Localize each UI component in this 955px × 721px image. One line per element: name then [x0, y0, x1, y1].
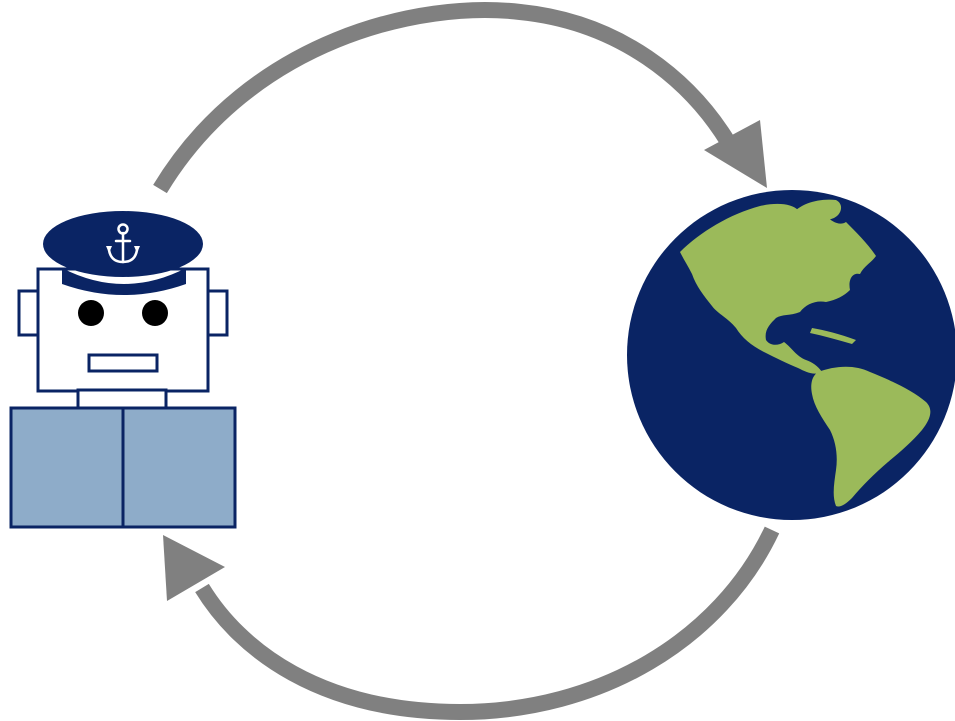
globe-americas-icon: [627, 190, 955, 520]
anchor-icon: [106, 223, 140, 264]
robot-neck: [76, 388, 168, 411]
arrow-agent-to-environment: [153, 2, 767, 194]
arrow-bottom-arc-head: [163, 535, 225, 601]
globe-land-greenland: [790, 199, 842, 226]
globe-land-north-america: [680, 202, 876, 374]
robot-left-eye: [78, 300, 104, 326]
globe-land-caribbean: [810, 328, 856, 344]
arrow-environment-to-agent: [163, 526, 780, 721]
arrow-top-arc-head: [704, 120, 767, 188]
robot-captain-icon: [9, 211, 237, 529]
captain-hat-visor: [62, 268, 186, 295]
arrow-bottom-arc-shaft: [195, 526, 780, 721]
captain-hat-icon: [43, 211, 203, 295]
robot-right-eye: [142, 300, 168, 326]
robot-left-ear: [17, 289, 41, 337]
globe-land-south-america: [811, 366, 931, 507]
robot-mouth: [87, 353, 159, 373]
robot-right-ear: [205, 289, 229, 337]
arrow-top-arc-shaft: [153, 2, 735, 194]
